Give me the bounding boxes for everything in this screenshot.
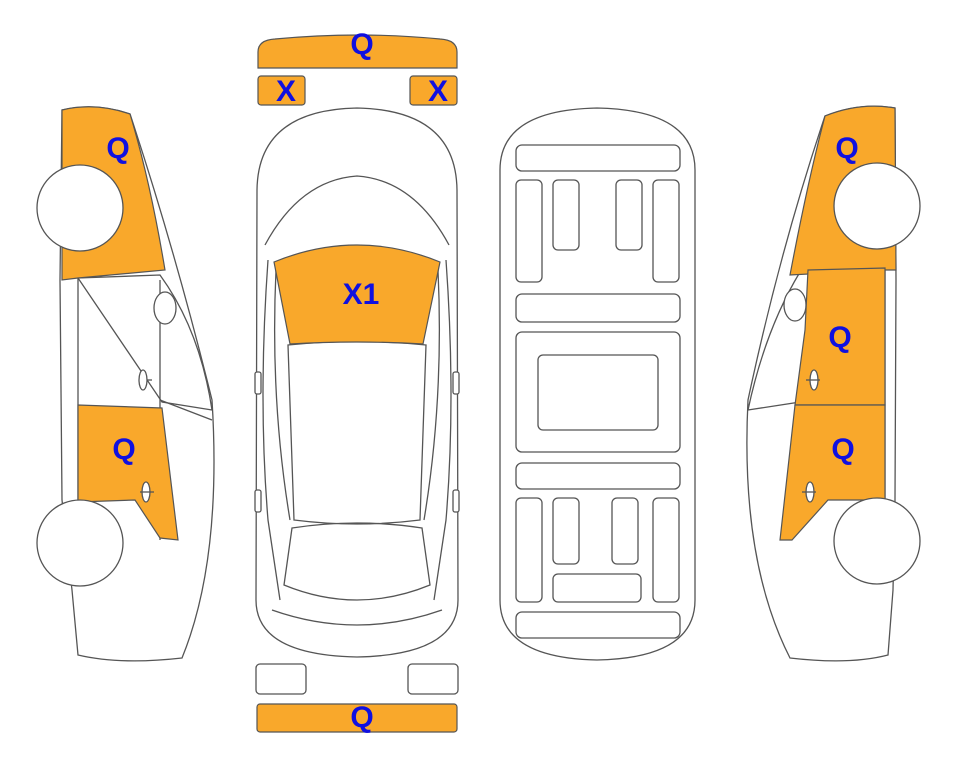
left-rear-door[interactable]: Q [77,404,179,541]
left-rear-wheel[interactable] [36,499,124,587]
car-top-view [254,107,460,658]
right-rear-door-label: Q [831,433,854,466]
left-rear-door-label: Q [112,433,135,466]
right-rear-wheel[interactable] [833,497,921,585]
right-rear-light[interactable] [407,663,459,695]
left-rear-light[interactable] [255,663,307,695]
car-underbody-view [499,107,696,661]
right-front-wheel[interactable] [833,162,921,250]
windshield-label: X1 [343,278,380,311]
left-mirror[interactable]: X [257,75,306,108]
left-front-fender-label: Q [106,132,129,165]
front-bumper-label: Q [350,28,373,61]
rear-bumper-label: Q [350,701,373,734]
left-front-wheel[interactable] [36,164,124,252]
right-mirror[interactable]: X [409,75,458,108]
right-wheels [833,162,921,585]
windshield[interactable]: X1 [273,244,441,345]
right-front-door-label: Q [828,321,851,354]
right-rear-door[interactable]: Q [779,404,886,541]
left-mirror-label: X [276,75,296,108]
right-front-fender-label: Q [835,132,858,165]
rear-bumper[interactable]: Q [256,701,458,734]
right-mirror-label: X [428,75,448,108]
left-wheels [36,164,124,587]
rear-lights [255,663,459,695]
right-front-door[interactable]: Q [794,267,886,406]
front-bumper[interactable]: Q [257,28,458,69]
